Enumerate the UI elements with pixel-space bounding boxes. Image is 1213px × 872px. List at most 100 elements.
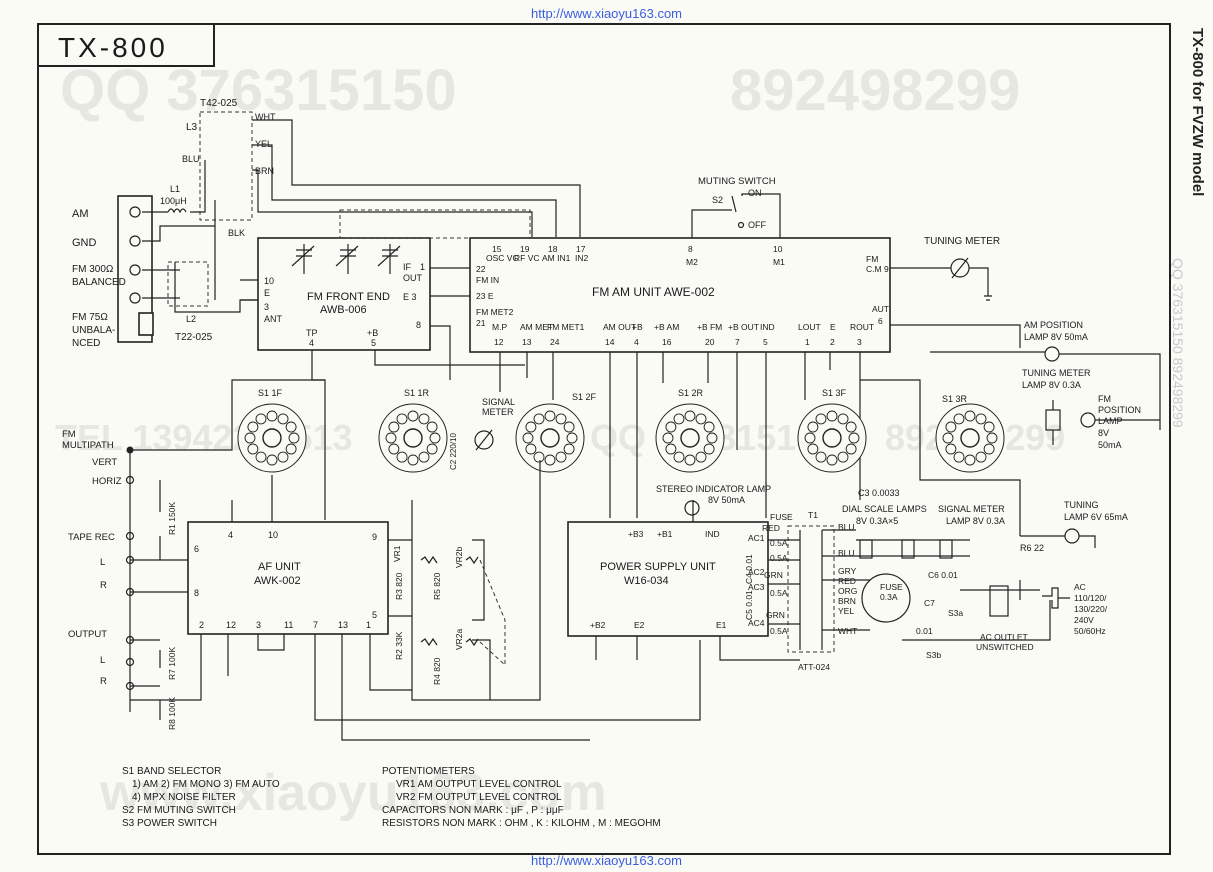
voltage-selector[interactable]	[861, 573, 911, 623]
switch-contact	[418, 451, 430, 463]
fe-out: OUT	[403, 273, 423, 283]
muting-switch[interactable]	[691, 193, 781, 238]
tuning-lamp	[1064, 528, 1080, 544]
svg-text:HORIZ: HORIZ	[92, 476, 122, 487]
svg-text:11: 11	[284, 620, 293, 630]
watermark: QQ 376315150	[60, 58, 457, 123]
switch-contact	[533, 413, 545, 425]
watermark: www.xiaoyu163.com	[99, 764, 607, 822]
power-supply-unit	[567, 521, 769, 637]
switch-contact	[255, 413, 267, 425]
svg-text:TAPE REC: TAPE REC	[68, 532, 115, 543]
svg-text:5: 5	[372, 610, 377, 620]
svg-text:R3 820: R3 820	[394, 572, 404, 600]
svg-text:L: L	[100, 655, 105, 666]
af-unit-model: AWK-002	[254, 575, 301, 587]
svg-text:R: R	[100, 676, 107, 687]
muting-off: OFF	[748, 220, 766, 230]
svg-text:4) MPX NOISE FILTER: 4) MPX NOISE FILTER	[132, 792, 236, 803]
fe-if: IF	[403, 262, 412, 272]
ac-outlet	[989, 585, 1009, 617]
fm-am-unit	[469, 237, 891, 353]
svg-text:8: 8	[194, 588, 199, 598]
switch-contact	[975, 451, 987, 463]
switch-contact	[385, 432, 397, 444]
svg-text:+B OUT: +B OUT	[728, 322, 759, 332]
svg-text:S3b: S3b	[926, 650, 941, 660]
svg-text:AC2: AC2	[748, 567, 765, 577]
svg-text:VR1: VR1	[392, 545, 402, 562]
svg-text:+B FM: +B FM	[697, 322, 722, 332]
svg-text:OSC VC: OSC VC	[486, 253, 519, 263]
label-l1: L1	[170, 184, 180, 194]
svg-text:R1 150K: R1 150K	[167, 502, 177, 535]
switch-contact	[848, 432, 860, 444]
label-l2: L2	[186, 314, 196, 324]
switch-contact	[426, 443, 438, 455]
switch-contact	[983, 421, 995, 433]
fe-pin1: 1	[420, 262, 425, 272]
fe-pin3: 3	[264, 302, 269, 312]
muting-on: ON	[748, 188, 762, 198]
svg-text:IN2: IN2	[575, 253, 589, 263]
switch-contact	[942, 432, 954, 444]
svg-text:POSITION: POSITION	[1098, 405, 1141, 415]
svg-text:R8 100K: R8 100K	[167, 697, 177, 730]
switch-contact	[953, 413, 965, 425]
switch-contact	[837, 413, 849, 425]
svg-text:10: 10	[268, 530, 278, 540]
svg-text:1: 1	[366, 620, 371, 630]
svg-text:UNSWITCHED: UNSWITCHED	[976, 642, 1034, 652]
svg-text:LAMP 8V 0.3A: LAMP 8V 0.3A	[946, 516, 1005, 526]
svg-text:STEREO INDICATOR LAMP: STEREO INDICATOR LAMP	[656, 484, 771, 494]
svg-text:SIGNAL METER: SIGNAL METER	[938, 504, 1005, 514]
label-blk: BLK	[228, 228, 245, 238]
svg-text:4: 4	[634, 337, 639, 347]
svg-text:VERT: VERT	[92, 457, 117, 468]
power-supply-name: POWER SUPPLY UNIT	[600, 561, 716, 573]
am-position-lamp	[1044, 346, 1060, 362]
switch-contact	[945, 443, 957, 455]
af-pot-labels: VR1 R3 820 R5 820 VR2b R2 33K VR2a R4 82…	[392, 545, 464, 685]
svg-text:2: 2	[199, 620, 204, 630]
switch-s1-2f: S1 2F	[515, 392, 597, 473]
cap-c3: C3 0.0033	[858, 488, 900, 498]
title-box	[37, 23, 215, 67]
svg-text:10: 10	[773, 244, 783, 254]
svg-text:0.5A: 0.5A	[770, 626, 788, 636]
svg-text:FM: FM	[62, 429, 76, 440]
input-gnd: GND	[72, 237, 97, 249]
svg-text:DIAL SCALE LAMPS: DIAL SCALE LAMPS	[842, 504, 927, 514]
svg-text:ORG: ORG	[838, 586, 857, 596]
url-bottom[interactable]: http://www.xiaoyu163.com	[530, 853, 683, 868]
url-top[interactable]: http://www.xiaoyu163.com	[530, 6, 683, 21]
switch-contact	[703, 421, 715, 433]
switch-contact	[566, 432, 578, 444]
svg-text:15: 15	[492, 244, 502, 254]
svg-text:POTENTIOMETERS: POTENTIOMETERS	[382, 766, 475, 777]
svg-text:RED: RED	[762, 523, 780, 533]
svg-text:4: 4	[228, 530, 233, 540]
fe-pin8: 8	[416, 320, 421, 330]
switch-contact	[826, 410, 838, 422]
switch-contact	[288, 432, 300, 444]
svg-text:8V 50mA: 8V 50mA	[708, 495, 745, 505]
switch-s1-1f: S1 1F	[237, 388, 307, 473]
svg-text:13: 13	[522, 337, 532, 347]
svg-text:+B1: +B1	[657, 529, 673, 539]
svg-text:C5 0.01: C5 0.01	[744, 590, 754, 620]
switch-contact	[266, 454, 278, 466]
svg-text:RF VC: RF VC	[514, 253, 540, 263]
svg-text:GRY: GRY	[838, 566, 857, 576]
svg-text:8V: 8V	[1098, 428, 1109, 438]
svg-text:GRN: GRN	[766, 610, 785, 620]
svg-text:E1: E1	[716, 620, 727, 630]
signal-meter	[474, 430, 494, 450]
switch-contact	[837, 451, 849, 463]
svg-text:S1 2F: S1 2F	[572, 392, 597, 402]
svg-text:18: 18	[548, 244, 558, 254]
svg-text:6: 6	[878, 316, 883, 326]
svg-text:ROUT: ROUT	[850, 322, 874, 332]
